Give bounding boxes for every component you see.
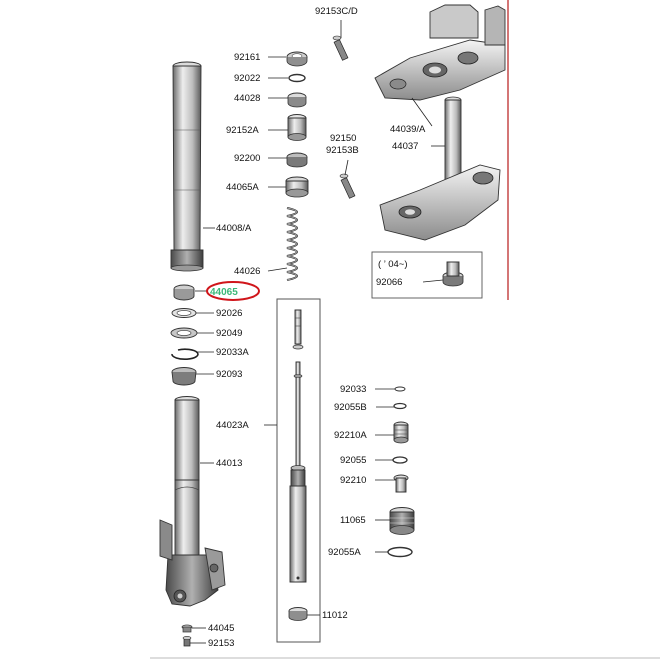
o-ring-92055b bbox=[393, 402, 407, 410]
label-44028: 44028 bbox=[234, 93, 260, 104]
axle-bracket bbox=[159, 519, 226, 607]
o-ring-92055 bbox=[392, 456, 408, 464]
stem-44037 bbox=[379, 96, 501, 241]
label-44065a: 44065A bbox=[226, 182, 259, 193]
leader-lines bbox=[190, 20, 445, 644]
label-92055a: 92055A bbox=[328, 547, 361, 558]
outer-tube-44008 bbox=[170, 61, 204, 272]
label-92152a: 92152A bbox=[226, 125, 259, 136]
cap-44045 bbox=[181, 624, 193, 633]
highlight-ring-44065 bbox=[206, 281, 260, 301]
label-92200: 92200 bbox=[234, 153, 260, 164]
fork-cap-11065 bbox=[389, 507, 415, 535]
adjuster-92210 bbox=[393, 474, 409, 493]
damper-rod-44023a bbox=[289, 309, 307, 583]
washer-92200 bbox=[286, 152, 308, 168]
label-92033a: 92033A bbox=[216, 347, 249, 358]
bolt-92153b bbox=[339, 173, 356, 199]
label-92033: 92033 bbox=[340, 384, 366, 395]
inner-tube-44013 bbox=[174, 396, 200, 556]
cartridge-group-box bbox=[276, 298, 321, 643]
label-11065: 11065 bbox=[340, 515, 366, 526]
year-inset-box bbox=[371, 251, 483, 299]
label-04-note: ( ’ 04~) bbox=[378, 259, 407, 270]
nut-44028 bbox=[287, 92, 307, 108]
label-44045: 44045 bbox=[208, 623, 234, 634]
oil-seal-92049 bbox=[170, 327, 198, 339]
circlip-92033a bbox=[171, 348, 199, 361]
label-44026: 44026 bbox=[234, 266, 260, 277]
label-44023a: 44023A bbox=[216, 420, 249, 431]
washer-92026 bbox=[171, 308, 197, 318]
bushing-44065 bbox=[173, 284, 195, 301]
label-11012: 11012 bbox=[322, 610, 348, 621]
o-ring-92022 bbox=[288, 73, 306, 83]
label-44013: 44013 bbox=[216, 458, 242, 469]
label-44008a: 44008/A bbox=[216, 223, 252, 234]
label-92022: 92022 bbox=[234, 73, 260, 84]
adjuster-92210a bbox=[393, 421, 409, 444]
spacer-44065a bbox=[285, 176, 309, 198]
label-44037: 44037 bbox=[392, 141, 418, 152]
dust-seal-92093 bbox=[171, 367, 197, 386]
label-92066: 92066 bbox=[376, 277, 402, 288]
upper-bracket-44039a bbox=[374, 4, 506, 101]
collar-92152a bbox=[287, 114, 307, 141]
cap-bolt-92161 bbox=[286, 51, 308, 67]
label-92093: 92093 bbox=[216, 369, 242, 380]
label-92161: 92161 bbox=[234, 52, 260, 63]
label-92055b: 92055B bbox=[334, 402, 367, 413]
label-92153cd: 92153C/D bbox=[315, 6, 358, 17]
base-11012 bbox=[288, 607, 308, 621]
label-44039a: 44039/A bbox=[390, 124, 426, 135]
label-44065-highlight[interactable]: 44065 bbox=[210, 287, 238, 298]
label-92026: 92026 bbox=[216, 308, 242, 319]
label-92210a: 92210A bbox=[334, 430, 367, 441]
label-92150: 92150 bbox=[330, 133, 356, 144]
o-ring-92033 bbox=[394, 386, 406, 392]
bolt-92153cd bbox=[332, 35, 349, 61]
bolt-92153 bbox=[182, 636, 192, 647]
spring-44026 bbox=[286, 207, 298, 281]
label-92153: 92153 bbox=[208, 638, 234, 649]
label-92210: 92210 bbox=[340, 475, 366, 486]
label-92049: 92049 bbox=[216, 328, 242, 339]
label-92055: 92055 bbox=[340, 455, 366, 466]
nut-92066 bbox=[442, 261, 464, 287]
o-ring-92055a bbox=[387, 546, 413, 558]
label-92153b: 92153B bbox=[326, 145, 359, 156]
